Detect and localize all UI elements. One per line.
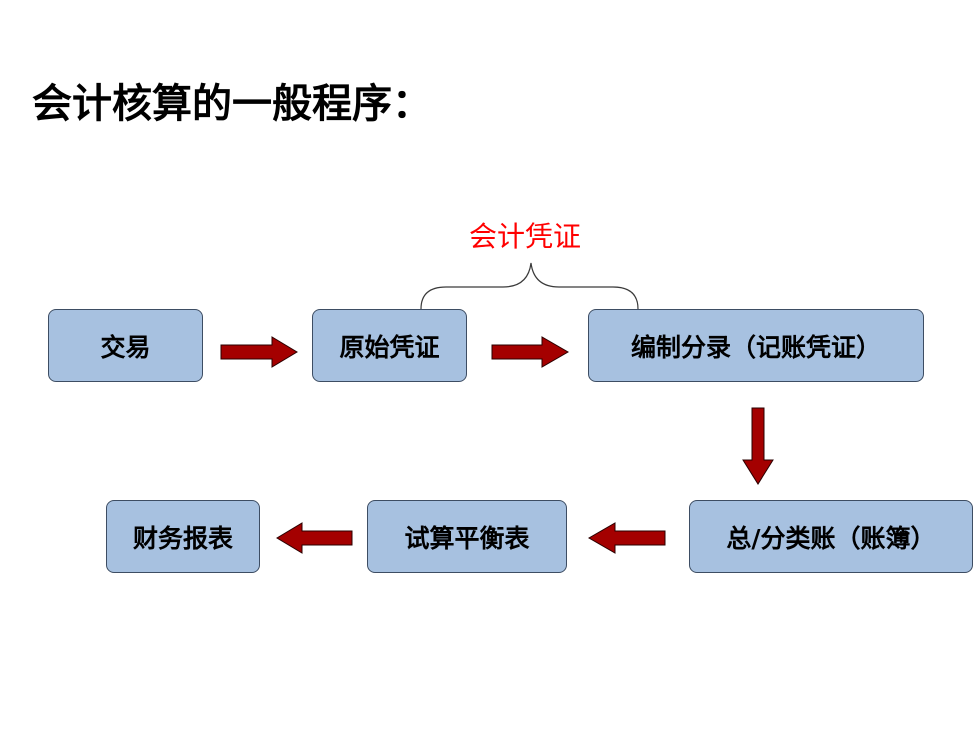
arrow-right-1 — [220, 336, 298, 368]
step-financial-statements: 财务报表 — [106, 500, 260, 573]
step-source-document: 原始凭证 — [312, 309, 467, 382]
arrow-left-1 — [587, 522, 666, 554]
arrow-left-2 — [276, 522, 353, 554]
arrow-right-2 — [491, 336, 570, 368]
step-ledger: 总/分类账（账簿） — [689, 500, 973, 573]
step-trial-balance: 试算平衡表 — [367, 500, 567, 573]
step-journal-entry: 编制分录（记账凭证） — [588, 309, 924, 382]
step-transaction: 交易 — [48, 309, 203, 382]
page-title: 会计核算的一般程序： — [32, 81, 432, 127]
curly-brace — [420, 262, 639, 310]
arrow-down — [742, 407, 774, 485]
accounting-voucher-label: 会计凭证 — [468, 220, 581, 253]
